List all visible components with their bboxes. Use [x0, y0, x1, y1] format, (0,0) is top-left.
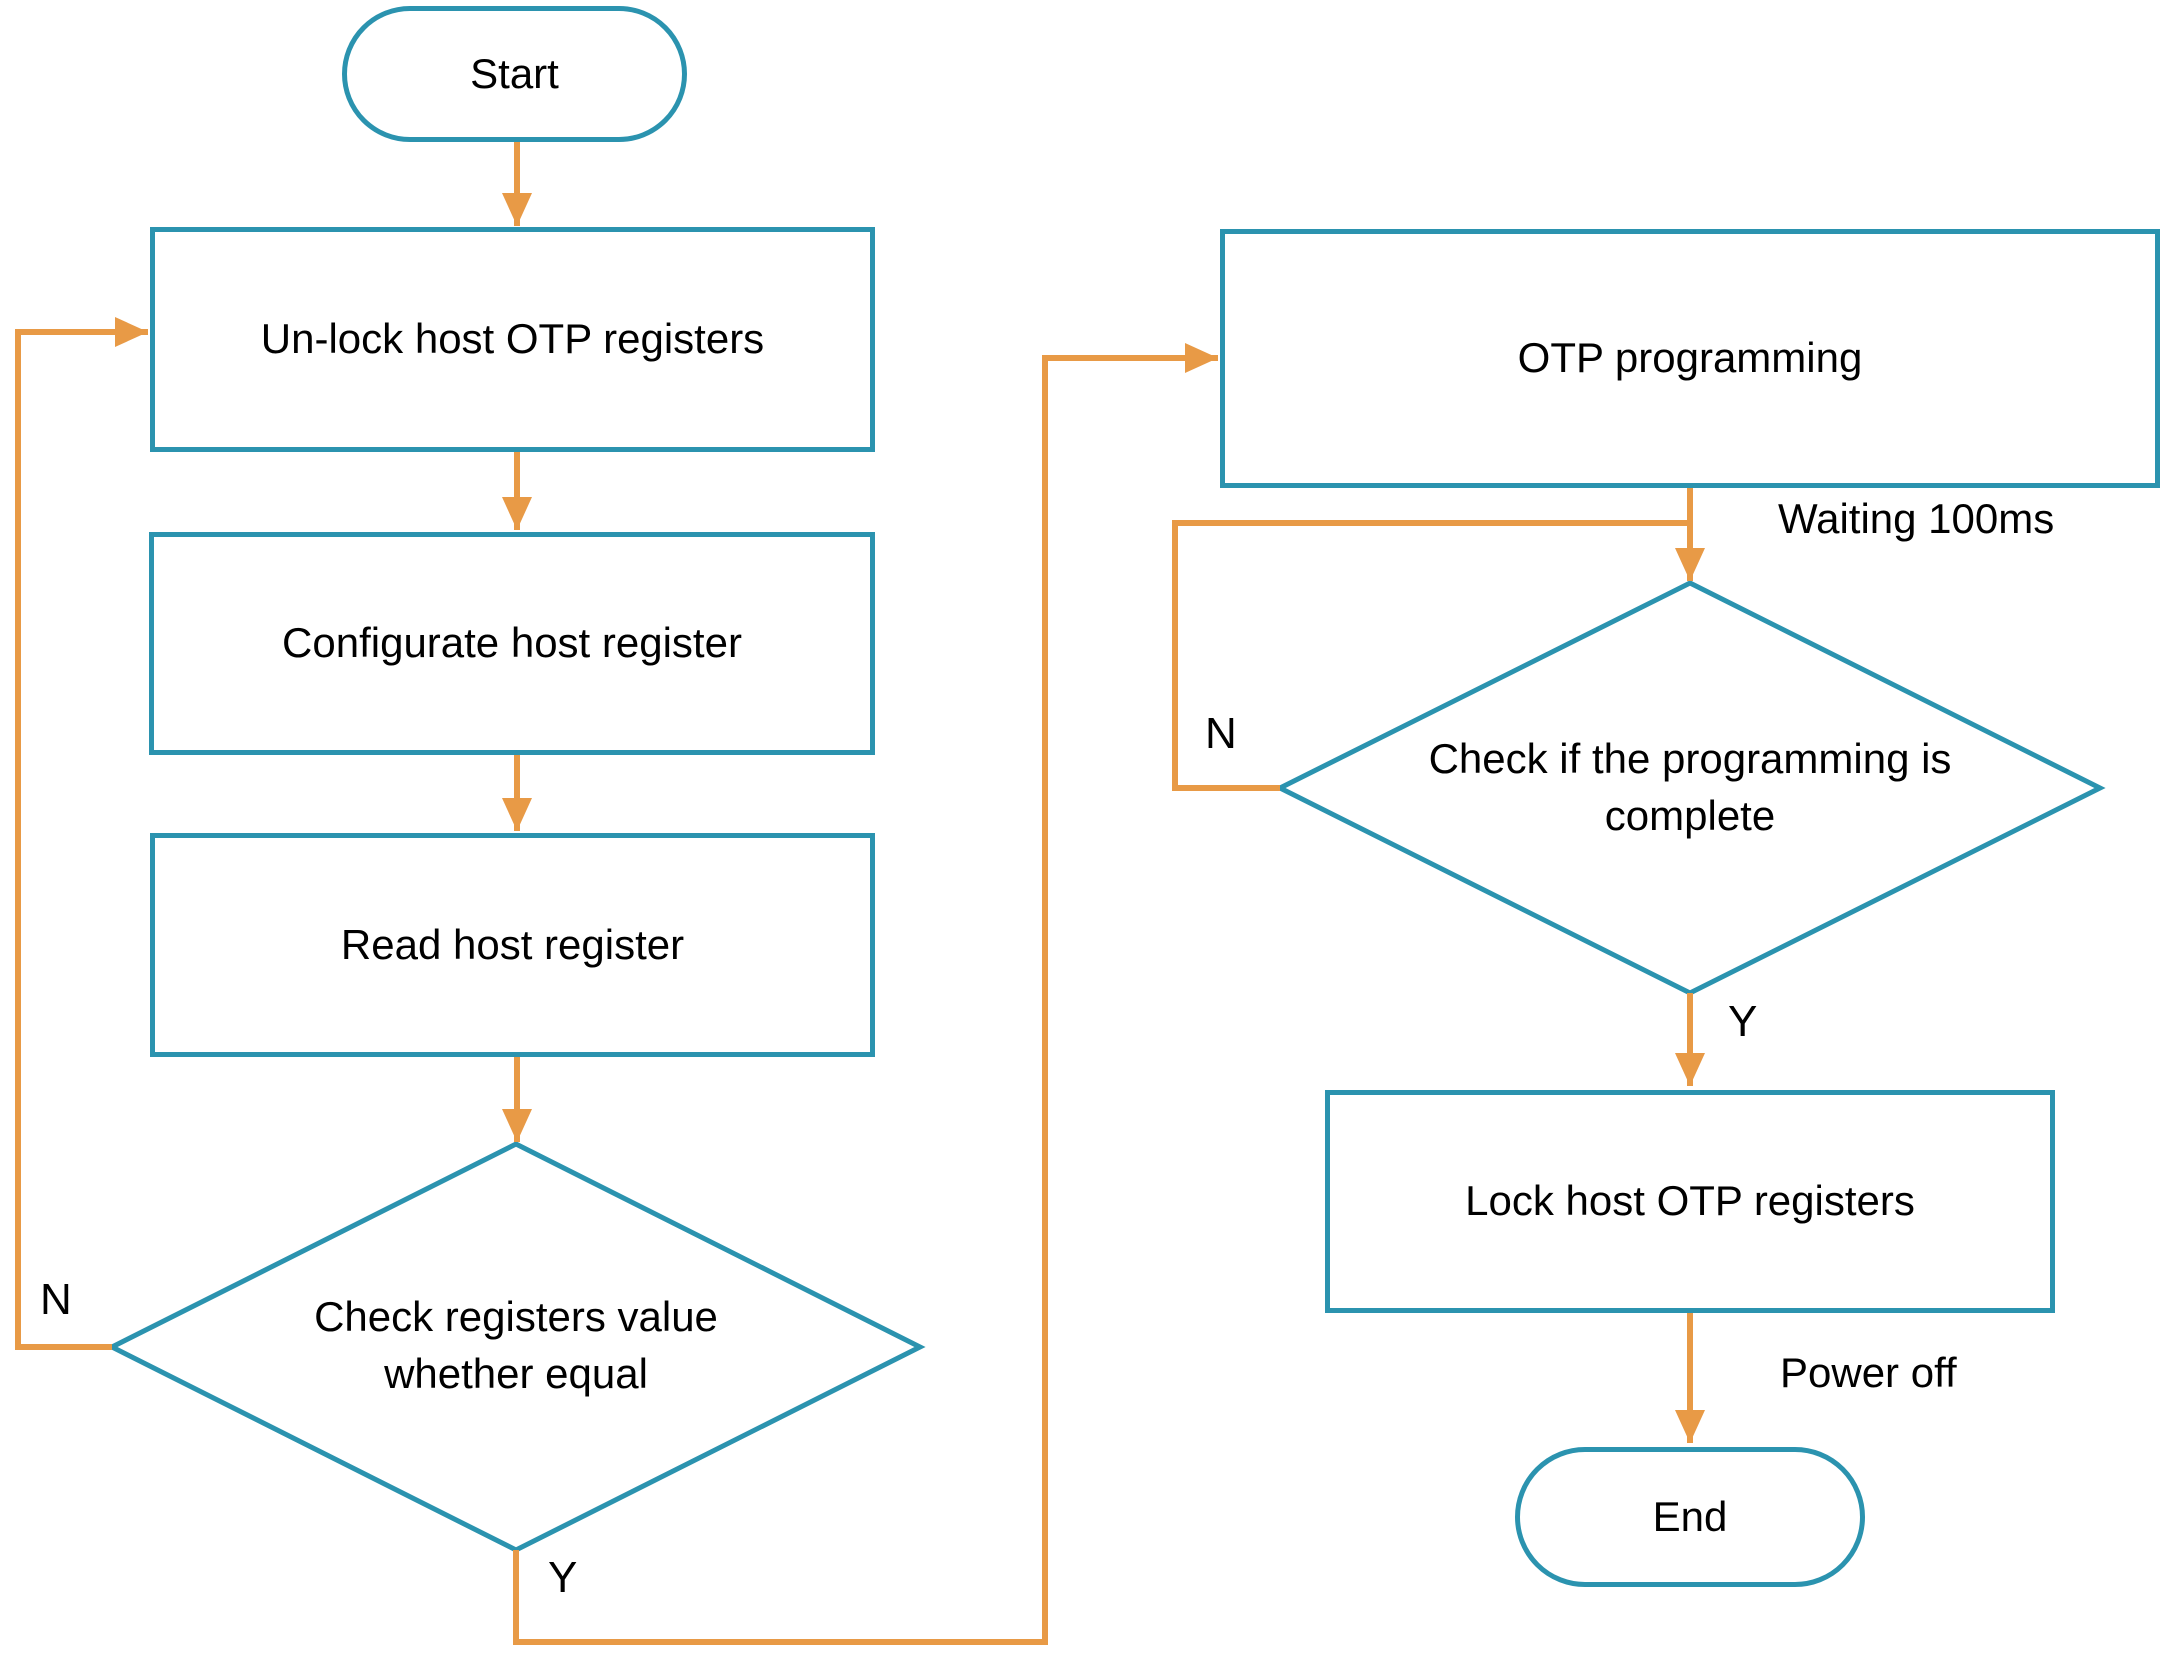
node-end-label: End	[1652, 1492, 1728, 1540]
edge-label-check-complete-no: N	[1205, 709, 1237, 758]
edge-check-equal-no-loop	[15, 317, 148, 1350]
node-check-equal-label: Check registers value whether equal	[216, 1289, 816, 1402]
node-otp-programming: OTP programming	[1220, 229, 2160, 488]
edge-label-check-equal-no: N	[40, 1275, 72, 1324]
edge-label-waiting: Waiting 100ms	[1778, 495, 2055, 542]
node-check-equal-label-line2: whether equal	[384, 1349, 648, 1397]
node-start-label: Start	[470, 49, 559, 97]
node-check-equal-label-line1: Check registers value	[314, 1293, 718, 1340]
edge-label-check-complete-yes: Y	[1728, 997, 1758, 1046]
node-configurate-label: Configurate host register	[282, 619, 742, 667]
node-read-host-register: Read host register	[150, 833, 875, 1057]
edge-check-equal-yes-to-otp	[513, 343, 1218, 1645]
node-check-complete-label-line1: Check if the programming is	[1428, 735, 1952, 782]
node-lock-host-otp-registers: Lock host OTP registers	[1325, 1090, 2055, 1313]
node-otp-programming-label: OTP programming	[1517, 334, 1863, 382]
edge-label-power-off: Power off	[1780, 1349, 1957, 1396]
node-read-label: Read host register	[340, 920, 685, 968]
node-check-complete-label: Check if the programming is complete	[1340, 731, 2040, 844]
edge-label-check-equal-yes: Y	[548, 1553, 578, 1602]
node-lock-label: Lock host OTP registers	[1465, 1177, 1915, 1225]
node-start: Start	[342, 6, 687, 142]
node-configurate-host-register: Configurate host register	[149, 532, 875, 755]
node-check-complete-label-line2: complete	[1604, 791, 1776, 839]
edge-check-complete-no-loop	[1172, 520, 1693, 791]
node-unlock-label: Un-lock host OTP registers	[260, 315, 765, 363]
node-unlock-host-otp-registers: Un-lock host OTP registers	[150, 227, 875, 452]
node-end: End	[1515, 1447, 1865, 1587]
